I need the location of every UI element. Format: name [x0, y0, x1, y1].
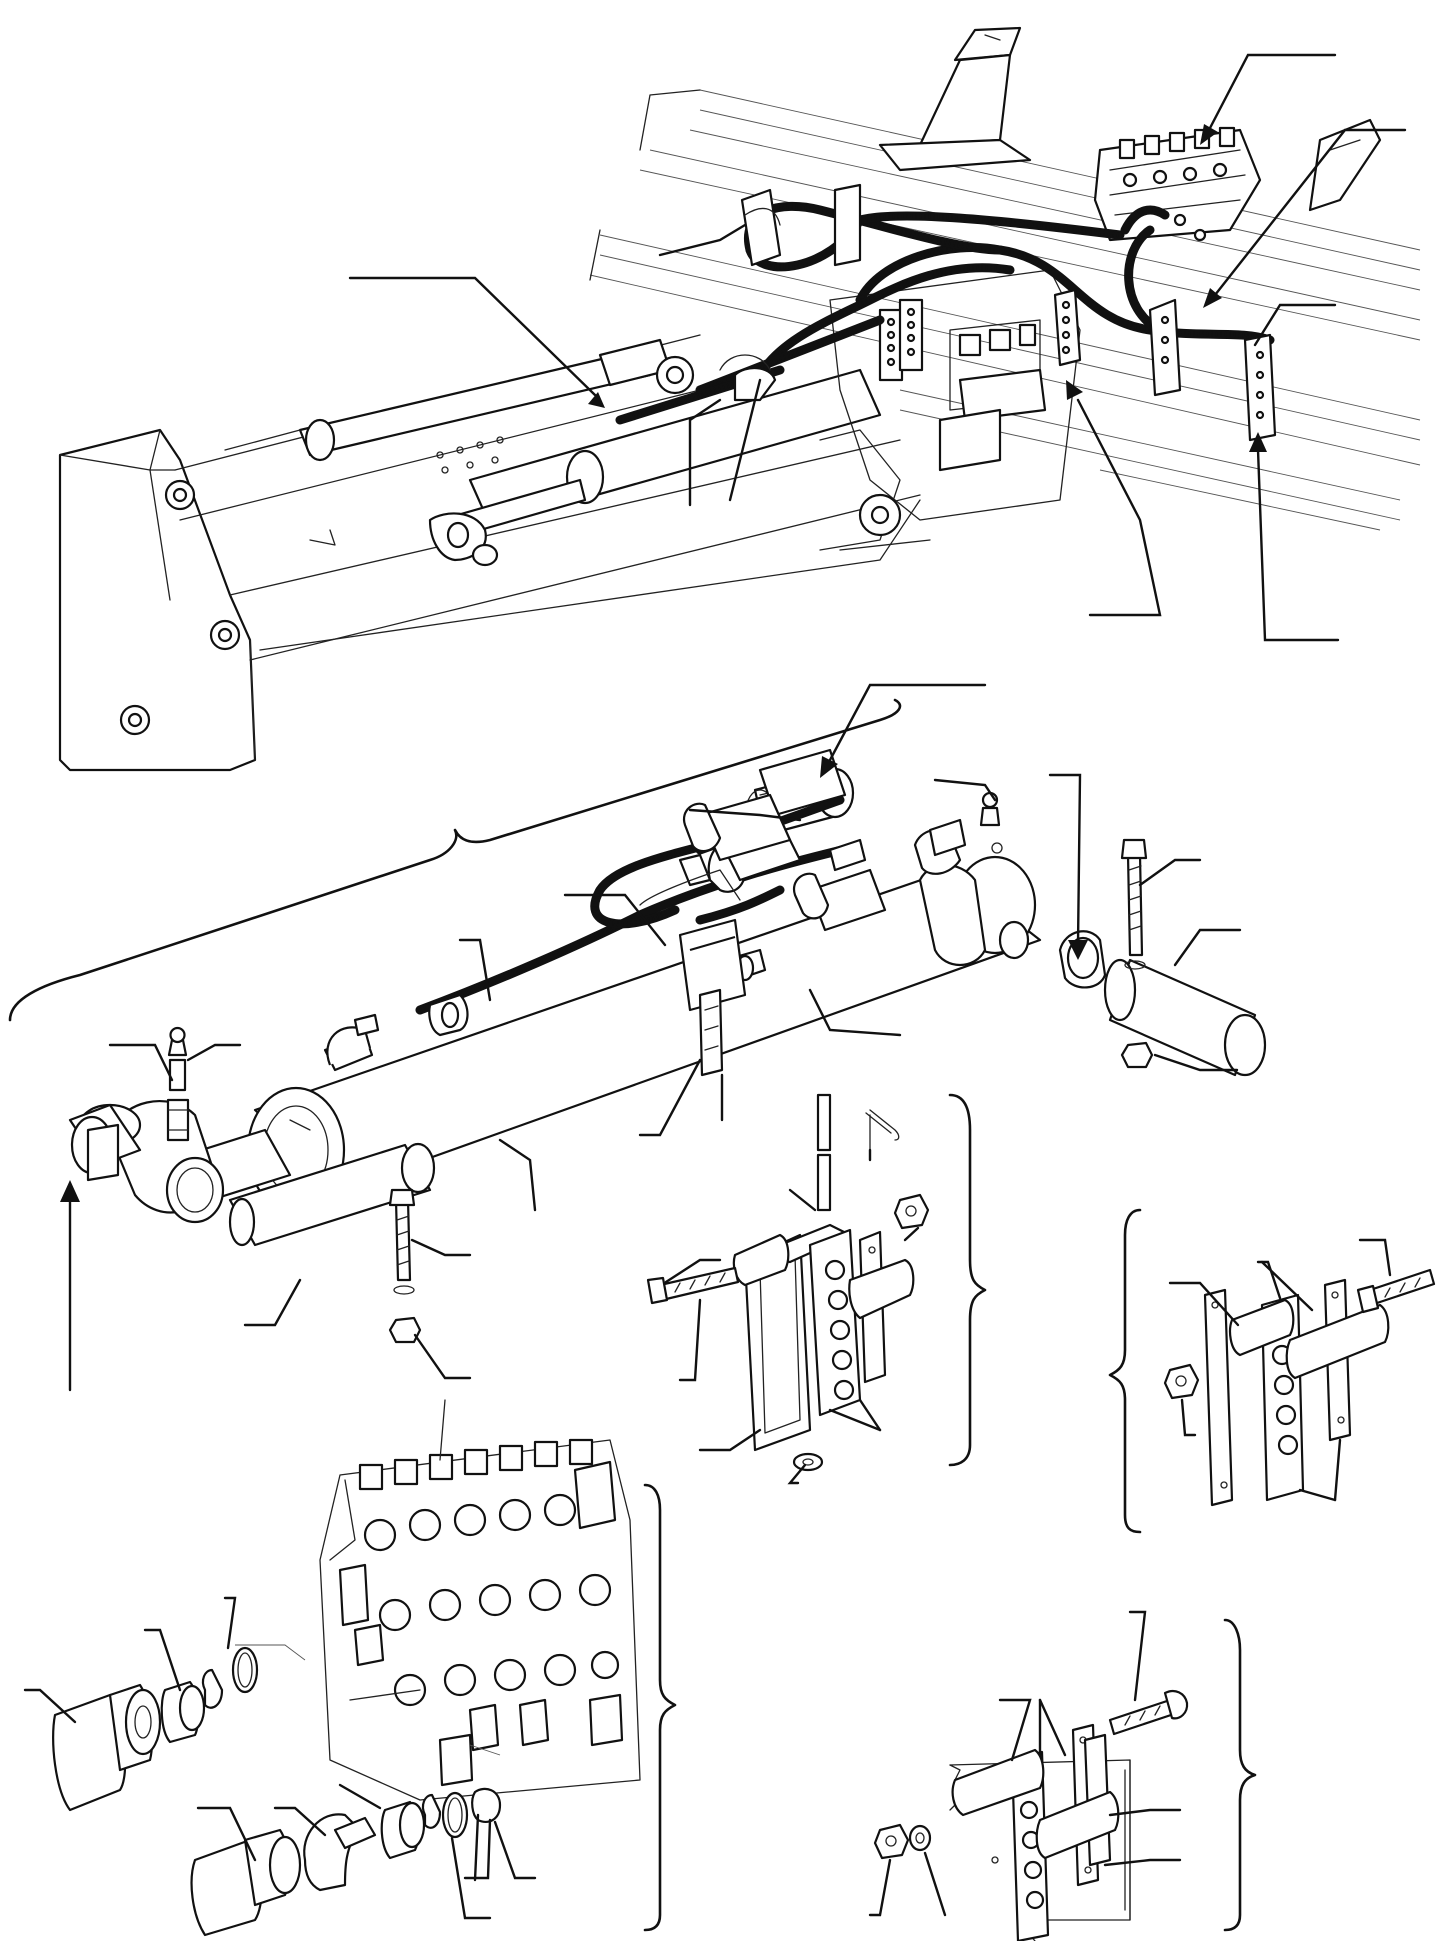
swing-mount-structure: [819, 269, 1081, 551]
grease-fitting-rod-eye: [166, 1026, 190, 1142]
cylinder-exploded-view: [8, 683, 1267, 1392]
main-cylinder-overview: [428, 298, 924, 567]
lower-clamp-bracket-detail: [868, 1610, 1257, 1941]
right-bracket-arm: [1308, 118, 1382, 212]
control-valve-block-top: [1093, 126, 1262, 242]
upper-lift-cylinder: [224, 338, 695, 462]
boom-holes: [309, 436, 504, 546]
knurled-adapters-upper: [682, 748, 847, 862]
boom-arm: [58, 334, 921, 772]
cylinder-leaders: [60, 683, 1242, 1392]
rod-end-bushing: [86, 1123, 120, 1182]
hose-clamp-bracket-detail: [646, 1093, 987, 1485]
side-clamp-bracket-detail: [1108, 1208, 1436, 1534]
overview-hose-clamps: [719, 183, 1277, 442]
cylinder-group-brace: [8, 698, 902, 1022]
grease-fitting-barrel: [979, 791, 1003, 854]
upper-fitting-chain: [52, 1646, 259, 1812]
overview-leaders: [348, 53, 1407, 642]
hose-guard: [639, 869, 747, 1077]
control-valve-fittings-detail: [23, 1399, 677, 1937]
lower-fitting-chain: [190, 1787, 502, 1937]
rod-pin-bolt: [388, 1188, 422, 1344]
mast-tower: [878, 26, 1032, 172]
rod-pivot-pin: [228, 1142, 436, 1247]
barrel-end-pin: [1103, 838, 1267, 1077]
boom-and-frame-overview: [58, 26, 1421, 772]
control-valve-body: [319, 1399, 641, 1801]
